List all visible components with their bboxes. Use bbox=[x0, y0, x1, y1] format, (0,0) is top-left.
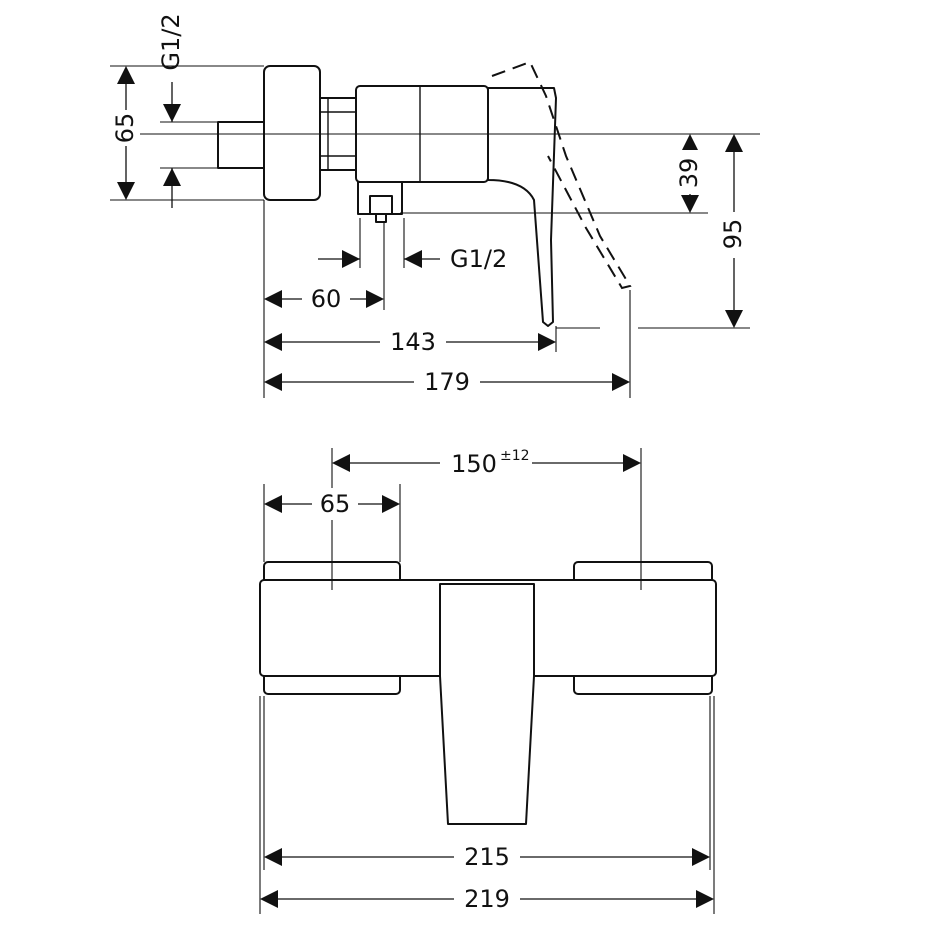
inlet-stub bbox=[217, 121, 265, 169]
dim-60: 60 bbox=[311, 285, 342, 313]
wall-flange bbox=[263, 65, 321, 201]
dim-95: 95 bbox=[719, 219, 747, 250]
lever-handle-side bbox=[487, 87, 557, 327]
dim-g12-vertical: G1/2 bbox=[157, 13, 185, 70]
dim-g12-bottom: G1/2 bbox=[450, 245, 507, 273]
outlet-connector bbox=[357, 181, 403, 223]
dim-39: 39 bbox=[675, 158, 703, 189]
lever-handle-front bbox=[439, 583, 535, 825]
dim-143: 143 bbox=[390, 328, 436, 356]
dim-215: 215 bbox=[464, 843, 510, 871]
dim-179: 179 bbox=[424, 368, 470, 396]
dim-150: 150 bbox=[451, 450, 497, 478]
dim-150-tolerance: ±12 bbox=[500, 448, 530, 464]
front-view: 150 ±12 65 215 219 bbox=[259, 446, 717, 916]
side-view: 65 G1/2 39 95 G1/2 60 bbox=[110, 13, 760, 398]
dim-65-left: 65 bbox=[111, 113, 139, 144]
lever-alt-position bbox=[491, 60, 632, 290]
dim-219: 219 bbox=[464, 885, 510, 913]
dim-65-front: 65 bbox=[320, 490, 351, 518]
